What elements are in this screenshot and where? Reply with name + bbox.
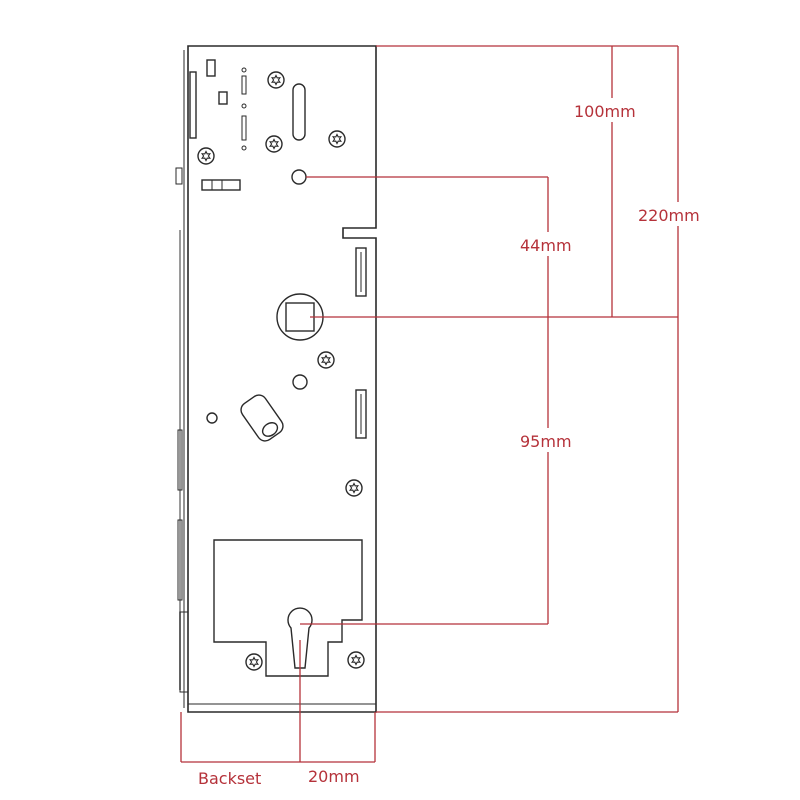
screw-icon-group: [197, 71, 365, 671]
screw-icon: [317, 351, 335, 369]
screw-icon: [265, 135, 283, 153]
dimension-lines: [180, 45, 679, 763]
backset-label: Backset: [198, 769, 261, 788]
screw-icon: [197, 147, 215, 165]
dimension-100-label: 100mm: [574, 102, 636, 121]
lock-body: [175, 45, 377, 713]
dimension-95-label: 95mm: [520, 432, 572, 451]
screw-icon: [345, 479, 363, 497]
dimension-44-label: 44mm: [520, 236, 572, 255]
dimension-220-label: 220mm: [638, 206, 700, 225]
screw-icon: [347, 651, 365, 669]
screw-icon: [267, 71, 285, 89]
backset-value-label: 20mm: [308, 767, 360, 786]
screw-icon: [245, 653, 263, 671]
screw-icon: [328, 130, 346, 148]
